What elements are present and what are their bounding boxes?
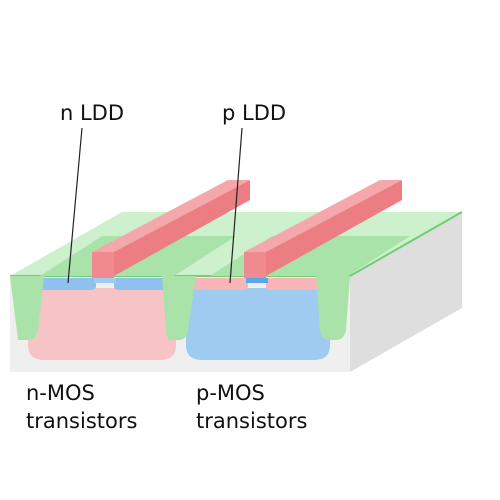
nmos-ldd-left [30,278,96,290]
nmos-gate-side [114,180,250,276]
nmos-channel [94,278,116,283]
n-ldd-label: n LDD [60,101,124,125]
nmos-label-line1: n-MOS [26,381,95,405]
pmos-channel [246,278,268,283]
isolation-trench-left [10,276,44,340]
isolation-trench-right [316,276,350,340]
nmos-gate-top [92,180,250,252]
pmos-label-line2: transistors [196,409,307,433]
pmos-label-line1: p-MOS [196,381,265,405]
isolation-trench-middle [162,276,196,340]
pmos-ldd-left [190,278,248,290]
pmos-gate-side [266,180,402,276]
n-well-pink [28,288,176,360]
pmos-gate-front [244,252,266,278]
pmos-ldd-right [266,278,326,290]
nmos-ldd-right [114,278,174,290]
pmos-gate-top [244,180,402,252]
p-ldd-leader [229,127,243,284]
substrate-side-face [350,212,462,372]
nmos-gate-front [92,252,114,278]
nmos-label-line2: transistors [26,409,137,433]
n-ldd-leader [67,127,83,284]
p-ldd-label: p LDD [222,101,286,125]
p-well-blue [186,288,330,360]
